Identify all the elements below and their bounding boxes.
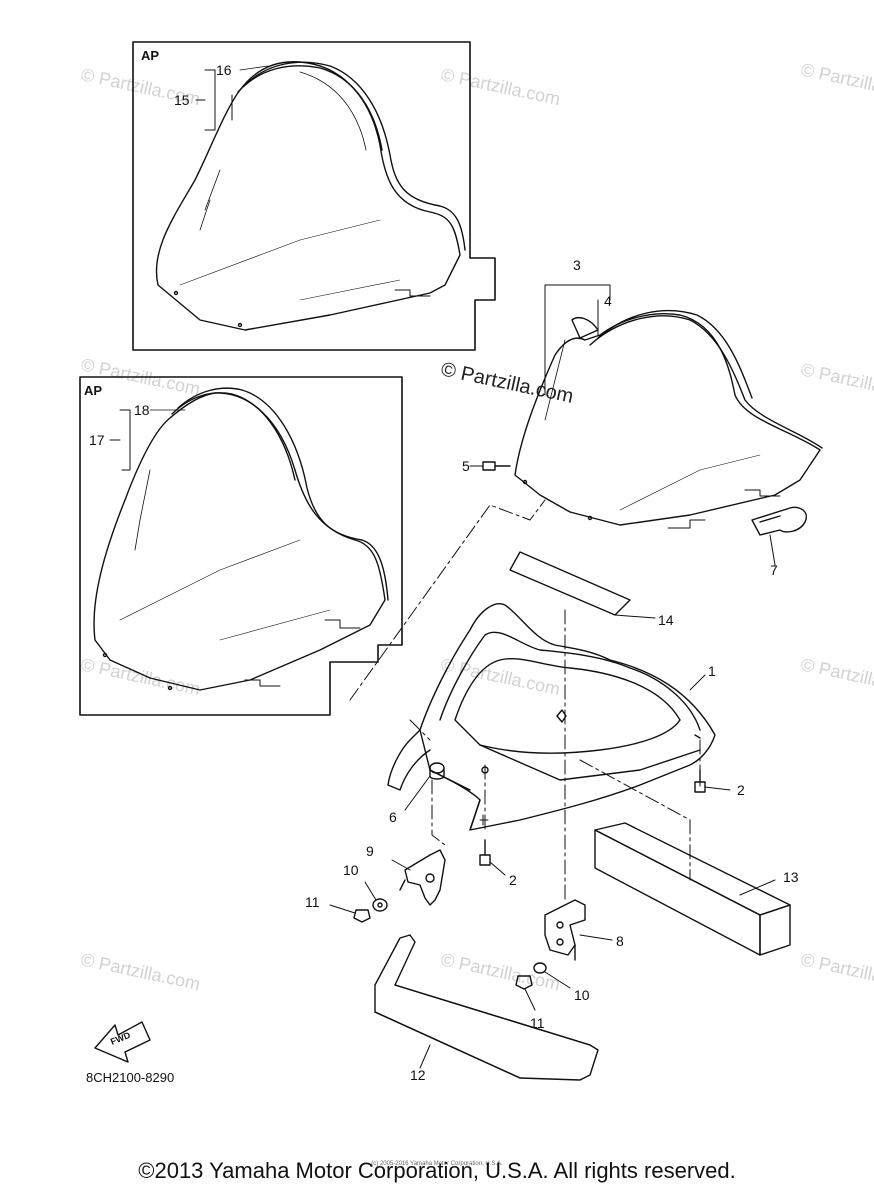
windshield-left — [93, 392, 386, 691]
watermark-faint: © Partzilla.com — [439, 64, 562, 109]
callout-16: 16 — [216, 62, 232, 78]
watermarks: © Partzilla.com © Partzilla.com © Partzi… — [79, 59, 874, 994]
bolt-2-right — [694, 769, 731, 793]
watermark-faint: © Partzilla.com — [799, 654, 874, 699]
callout-11-right: 11 — [530, 1015, 545, 1031]
ap-box-left — [79, 376, 403, 716]
callout-12: 12 — [410, 1067, 426, 1083]
callout-15: 15 — [174, 92, 190, 108]
watermark-faint: © Partzilla.com — [799, 949, 874, 994]
nut-11-left — [329, 904, 371, 923]
bracket-9 — [391, 849, 446, 906]
tiny-note: (c) 2005-2016 Yamaha Motor Corporation, … — [371, 1161, 503, 1167]
callout-10-left: 10 — [343, 862, 359, 878]
pad-14 — [509, 551, 656, 619]
labels: AP AP 1 2 2 3 4 5 6 7 8 9 10 10 11 11 12… — [84, 48, 799, 1085]
callout-1: 1 — [708, 663, 716, 679]
watermark-faint: © Partzilla.com — [799, 359, 874, 404]
callout-9: 9 — [366, 843, 374, 859]
ap-label-left: AP — [84, 383, 102, 398]
bracket-7 — [751, 506, 807, 566]
bracket-8 — [544, 899, 613, 961]
fwd-arrow-icon — [94, 1021, 151, 1063]
callout-6: 6 — [389, 809, 397, 825]
watermark-faint: © Partzilla.com — [799, 59, 874, 104]
callout-8: 8 — [616, 933, 624, 949]
fwd-label: FWD — [109, 1030, 132, 1047]
copyright: ©2013 Yamaha Motor Corporation, U.S.A. A… — [138, 1158, 736, 1183]
diagram-code: 8CH2100-8290 — [86, 1070, 174, 1085]
bolt-2-center — [479, 839, 506, 876]
watermark-faint: © Partzilla.com — [79, 654, 202, 699]
callout-17: 17 — [89, 432, 105, 448]
callout-7: 7 — [770, 562, 778, 578]
callout-4: 4 — [604, 293, 612, 309]
cowl-1 — [387, 603, 716, 831]
nut-11-right — [515, 975, 536, 1011]
callout-18: 18 — [134, 402, 150, 418]
callout-3: 3 — [573, 257, 581, 273]
ap-box-top — [132, 41, 496, 351]
bolt-5 — [469, 461, 511, 471]
windshield-top — [155, 61, 461, 331]
watermark-faint: © Partzilla.com — [439, 654, 562, 699]
callout-2-center: 2 — [509, 872, 517, 888]
callout-10-right: 10 — [574, 987, 590, 1003]
foam-13 — [594, 822, 791, 956]
grommet-6 — [404, 762, 445, 811]
windshield-main — [514, 284, 823, 529]
callout-13: 13 — [783, 869, 799, 885]
leader-lines — [349, 499, 701, 901]
washer-10-left — [364, 881, 388, 912]
callout-11-left: 11 — [305, 894, 320, 910]
pad-12 — [374, 934, 599, 1081]
callout-14: 14 — [658, 612, 674, 628]
callout-5: 5 — [462, 458, 470, 474]
washer-10-right — [533, 962, 571, 989]
callout-2-right: 2 — [737, 782, 745, 798]
ap-label-top: AP — [141, 48, 159, 63]
watermark-faint: © Partzilla.com — [79, 949, 202, 994]
watermark-main: © Partzilla.com — [439, 358, 575, 408]
